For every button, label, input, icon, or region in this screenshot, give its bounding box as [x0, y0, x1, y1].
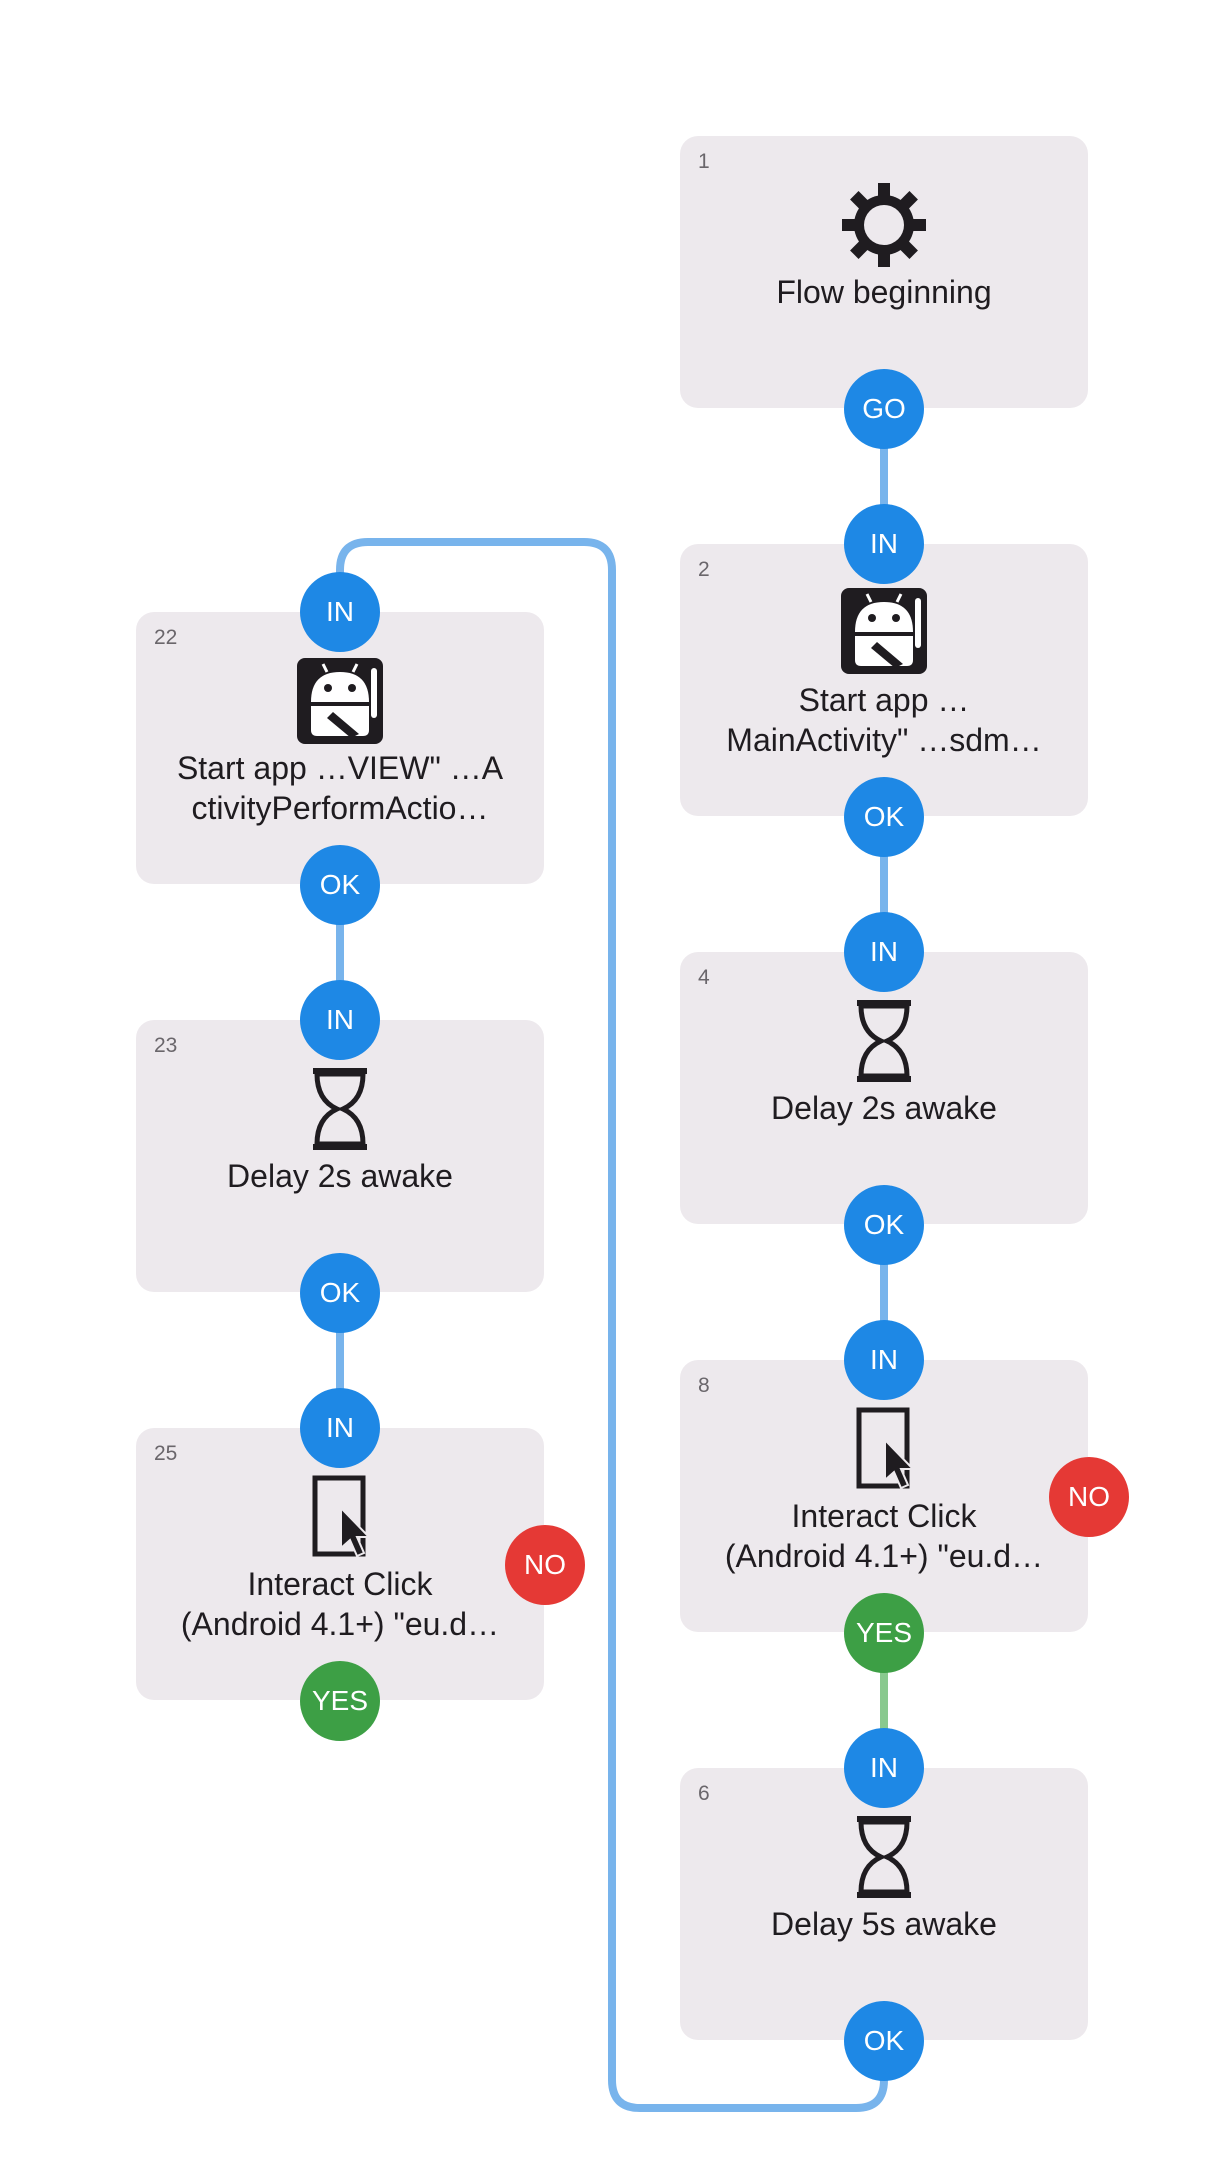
- hourglass-icon: [841, 998, 927, 1084]
- flow-block-23[interactable]: 23 Delay 2s awake: [136, 1020, 544, 1292]
- block-label: Start app … MainActivity" …sdm…: [726, 682, 1042, 758]
- block-label: Interact Click (Android 4.1+) "eu.d…: [724, 1498, 1044, 1574]
- block-id: 1: [698, 150, 710, 173]
- block-id: 6: [698, 1782, 710, 1805]
- block-6-in-port[interactable]: IN: [844, 1728, 924, 1808]
- block-id: 4: [698, 966, 710, 989]
- block-id: 25: [154, 1442, 178, 1465]
- flow-block-8[interactable]: 8 Interact Click (Android 4.1+) "eu.d…: [680, 1360, 1088, 1632]
- block-23-ok-port[interactable]: OK: [300, 1253, 380, 1333]
- block-22-ok-port[interactable]: OK: [300, 845, 380, 925]
- flow-block-2[interactable]: 2 Start app … MainActivity" …sdm…: [680, 544, 1088, 816]
- flow-block-6[interactable]: 6 Delay 5s awake: [680, 1768, 1088, 2040]
- flow-block-4[interactable]: 4 Delay 2s awake: [680, 952, 1088, 1224]
- block-label: Delay 2s awake: [771, 1090, 997, 1126]
- block-label: Start app …VIEW" …A ctivityPerformActio…: [176, 750, 504, 826]
- block-id: 2: [698, 558, 710, 581]
- flow-block-25[interactable]: 25 Interact Click (Android 4.1+) "eu.d…: [136, 1428, 544, 1700]
- block-2-ok-port[interactable]: OK: [844, 777, 924, 857]
- tap-cursor-icon: [841, 1406, 927, 1492]
- gear-icon: [841, 182, 927, 268]
- block-label: Interact Click (Android 4.1+) "eu.d…: [180, 1566, 500, 1642]
- hourglass-icon: [841, 1814, 927, 1900]
- block-1-go-port[interactable]: GO: [844, 369, 924, 449]
- connector-6-to-22: [336, 538, 888, 2112]
- block-id: 22: [154, 626, 178, 649]
- block-4-ok-port[interactable]: OK: [844, 1185, 924, 1265]
- flow-block-22[interactable]: 22 Start app …VIEW" …A ctivityPerformAct…: [136, 612, 544, 884]
- tap-cursor-icon: [297, 1474, 383, 1560]
- block-25-no-port[interactable]: NO: [505, 1525, 585, 1605]
- flow-block-1[interactable]: 1 Flow beginning: [680, 136, 1088, 408]
- block-25-yes-port[interactable]: YES: [300, 1661, 380, 1741]
- android-app-icon: [841, 588, 927, 674]
- block-label: Delay 2s awake: [227, 1158, 453, 1194]
- block-label: Delay 5s awake: [771, 1906, 997, 1942]
- block-22-in-port[interactable]: IN: [300, 572, 380, 652]
- block-4-in-port[interactable]: IN: [844, 912, 924, 992]
- block-6-ok-port[interactable]: OK: [844, 2001, 924, 2081]
- block-id: 23: [154, 1034, 178, 1057]
- block-23-in-port[interactable]: IN: [300, 980, 380, 1060]
- block-8-in-port[interactable]: IN: [844, 1320, 924, 1400]
- block-id: 8: [698, 1374, 710, 1397]
- block-label: Flow beginning: [776, 274, 992, 310]
- android-app-icon: [297, 658, 383, 744]
- block-8-no-port[interactable]: NO: [1049, 1457, 1129, 1537]
- block-2-in-port[interactable]: IN: [844, 504, 924, 584]
- hourglass-icon: [297, 1066, 383, 1152]
- block-8-yes-port[interactable]: YES: [844, 1593, 924, 1673]
- block-25-in-port[interactable]: IN: [300, 1388, 380, 1468]
